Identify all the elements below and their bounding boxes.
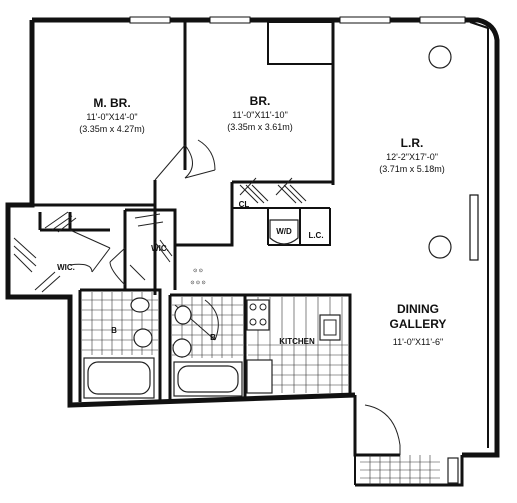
closet-label: CL bbox=[239, 200, 250, 209]
meter-label-1: ⊙ ⊙ bbox=[193, 268, 203, 274]
bedroom-name: BR. bbox=[250, 94, 271, 108]
living-room-dim-imperial: 12'-2"X17'-0" bbox=[386, 152, 438, 162]
wd-label: W/D bbox=[276, 227, 292, 236]
master-bedroom-dim-imperial: 11'-0"X14'-0" bbox=[86, 112, 137, 122]
kitchen-stove bbox=[246, 299, 270, 331]
dining-name-line1: DINING bbox=[397, 302, 439, 316]
bath-2-toilet bbox=[174, 305, 192, 325]
bath-1-tiles bbox=[82, 292, 158, 355]
bath-1-toilet bbox=[130, 297, 150, 313]
wic-left-label: WIC. bbox=[57, 263, 75, 272]
living-room-name: L.R. bbox=[401, 136, 424, 150]
master-bedroom-dim-metric: (3.35m x 4.27m) bbox=[79, 124, 145, 134]
column-top bbox=[428, 45, 452, 69]
master-bedroom-name: M. BR. bbox=[93, 96, 130, 110]
meter-label-2: ⊙ ⊙ ⊙ bbox=[190, 280, 205, 286]
bath-2-sink bbox=[172, 338, 192, 358]
linen-closet-label: L.C. bbox=[308, 231, 323, 240]
bath-1-sink bbox=[133, 328, 153, 348]
living-room-dim-metric: (3.71m x 5.18m) bbox=[379, 164, 445, 174]
outer-walls bbox=[5, 16, 500, 458]
bedroom-dim-imperial: 11'-0"X11'-10" bbox=[232, 110, 288, 120]
entry-tiles bbox=[360, 455, 440, 485]
column-mid bbox=[428, 235, 452, 259]
kitchen-label: KITCHEN bbox=[279, 337, 315, 346]
bath-2-label: B bbox=[210, 333, 216, 342]
dining-dim-imperial: 11'-0"X11'-6" bbox=[393, 337, 444, 347]
kitchen-counter bbox=[246, 359, 273, 394]
interior-walls bbox=[34, 21, 464, 487]
dining-name-line2: GALLERY bbox=[390, 317, 447, 331]
closet-hanging-rods bbox=[239, 177, 307, 204]
bedroom-dim-metric: (3.35m x 3.61m) bbox=[227, 122, 293, 132]
kitchen-sink bbox=[319, 314, 341, 341]
wic-center-label: WIC. bbox=[151, 244, 169, 253]
fixtures bbox=[13, 45, 459, 485]
kitchen-tiles bbox=[248, 297, 348, 393]
bath-2-tiles bbox=[172, 297, 243, 358]
room-labels: M. BR. 11'-0"X14'-0" (3.35m x 4.27m) BR.… bbox=[57, 94, 446, 347]
bath-1-label: B bbox=[111, 326, 117, 335]
